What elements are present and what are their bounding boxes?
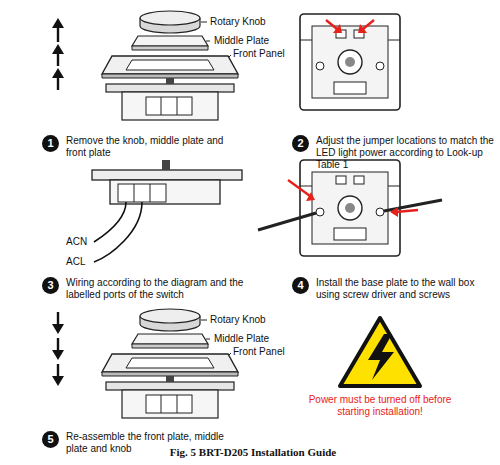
callout-number: 4 (292, 277, 309, 294)
jumper-arrows (326, 20, 374, 33)
callout-number: 3 (42, 277, 59, 294)
callout-number: 2 (292, 135, 309, 152)
callout-number: 5 (42, 431, 59, 448)
figure-caption: Fig. 5 BRT-D205 Installation Guide (3, 446, 500, 459)
callout-number: 1 (42, 135, 59, 152)
step-caption: Wiring according to the diagram and the … (66, 277, 246, 301)
step-caption: Remove the knob, middle plate and front … (66, 135, 246, 159)
part-label: Front Panel (233, 48, 313, 60)
wire-label: ACL (66, 256, 106, 268)
part-label: Front Panel (233, 346, 313, 358)
part-label: Rotary Knob (210, 16, 290, 28)
step-caption: Install the base plate to the wall box u… (316, 277, 496, 301)
down-arrows (52, 312, 64, 386)
warning-text: Power must be turned off before starting… (300, 394, 460, 418)
side-view-dimmer (92, 160, 242, 262)
part-label: Rotary Knob (210, 314, 290, 326)
wire-label: ACN (66, 236, 106, 248)
step-caption: Adjust the jumper locations to match the… (316, 135, 496, 171)
part-label: Middle Plate (214, 35, 294, 47)
up-arrows (52, 18, 64, 90)
high-voltage-warning (340, 318, 420, 386)
screwdrivers (258, 180, 442, 230)
part-label: Middle Plate (214, 333, 294, 345)
